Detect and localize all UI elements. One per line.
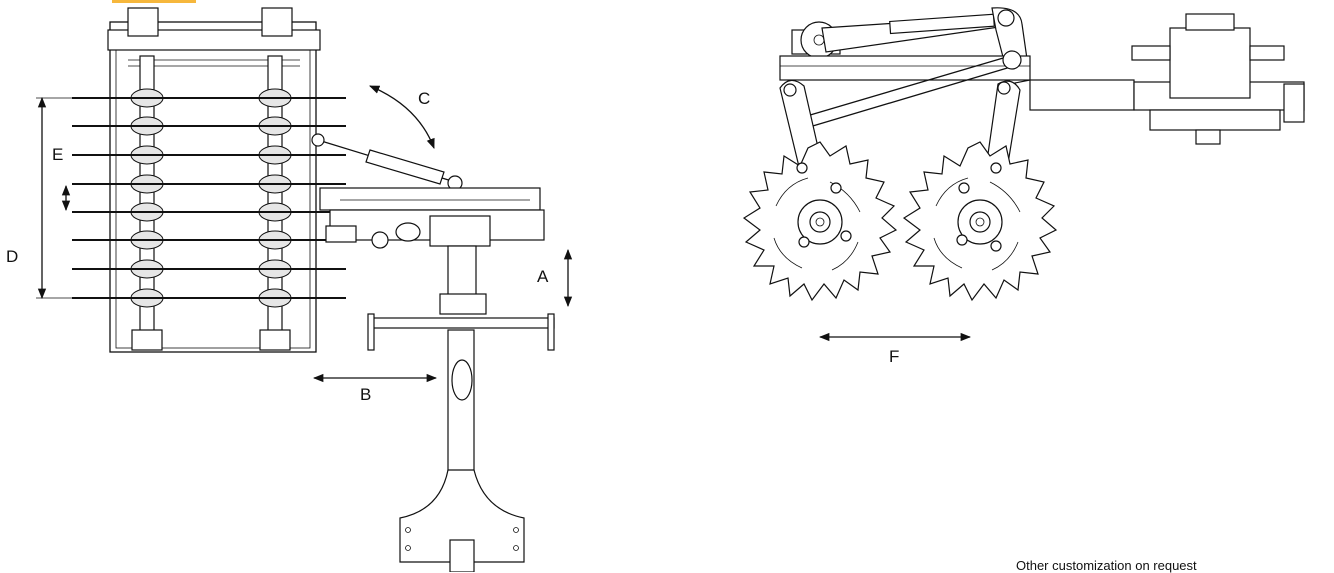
label-e: E bbox=[52, 145, 63, 164]
label-a: A bbox=[537, 267, 549, 286]
top-linkage bbox=[791, 7, 1031, 85]
hub-bolts bbox=[796, 162, 1002, 252]
gear-wheel-left bbox=[742, 141, 898, 302]
label-c: C bbox=[418, 89, 430, 108]
roller-right bbox=[258, 55, 292, 351]
dimension-b: B bbox=[312, 373, 438, 404]
top-view-drawing bbox=[72, 0, 555, 572]
side-arm bbox=[319, 187, 545, 249]
gear-wheel-right bbox=[902, 141, 1058, 302]
disc-lines bbox=[72, 97, 346, 299]
mast bbox=[367, 245, 555, 572]
label-d: D bbox=[6, 247, 18, 266]
frame bbox=[107, 7, 321, 353]
dimension-f: F bbox=[818, 332, 972, 366]
customization-note: Other customization on request bbox=[1016, 558, 1197, 573]
label-f: F bbox=[889, 347, 899, 366]
chassis bbox=[779, 13, 1305, 145]
hydraulic-cylinder bbox=[311, 133, 463, 191]
dimension-a: A bbox=[537, 248, 573, 308]
label-b: B bbox=[360, 385, 371, 404]
dimension-c: C bbox=[369, 85, 435, 149]
dimension-e: E bbox=[52, 145, 71, 212]
roller-left bbox=[130, 55, 164, 351]
dimension-d: D bbox=[6, 96, 72, 300]
orange-tab-mark bbox=[112, 0, 196, 3]
side-view-drawing bbox=[742, 7, 1305, 302]
